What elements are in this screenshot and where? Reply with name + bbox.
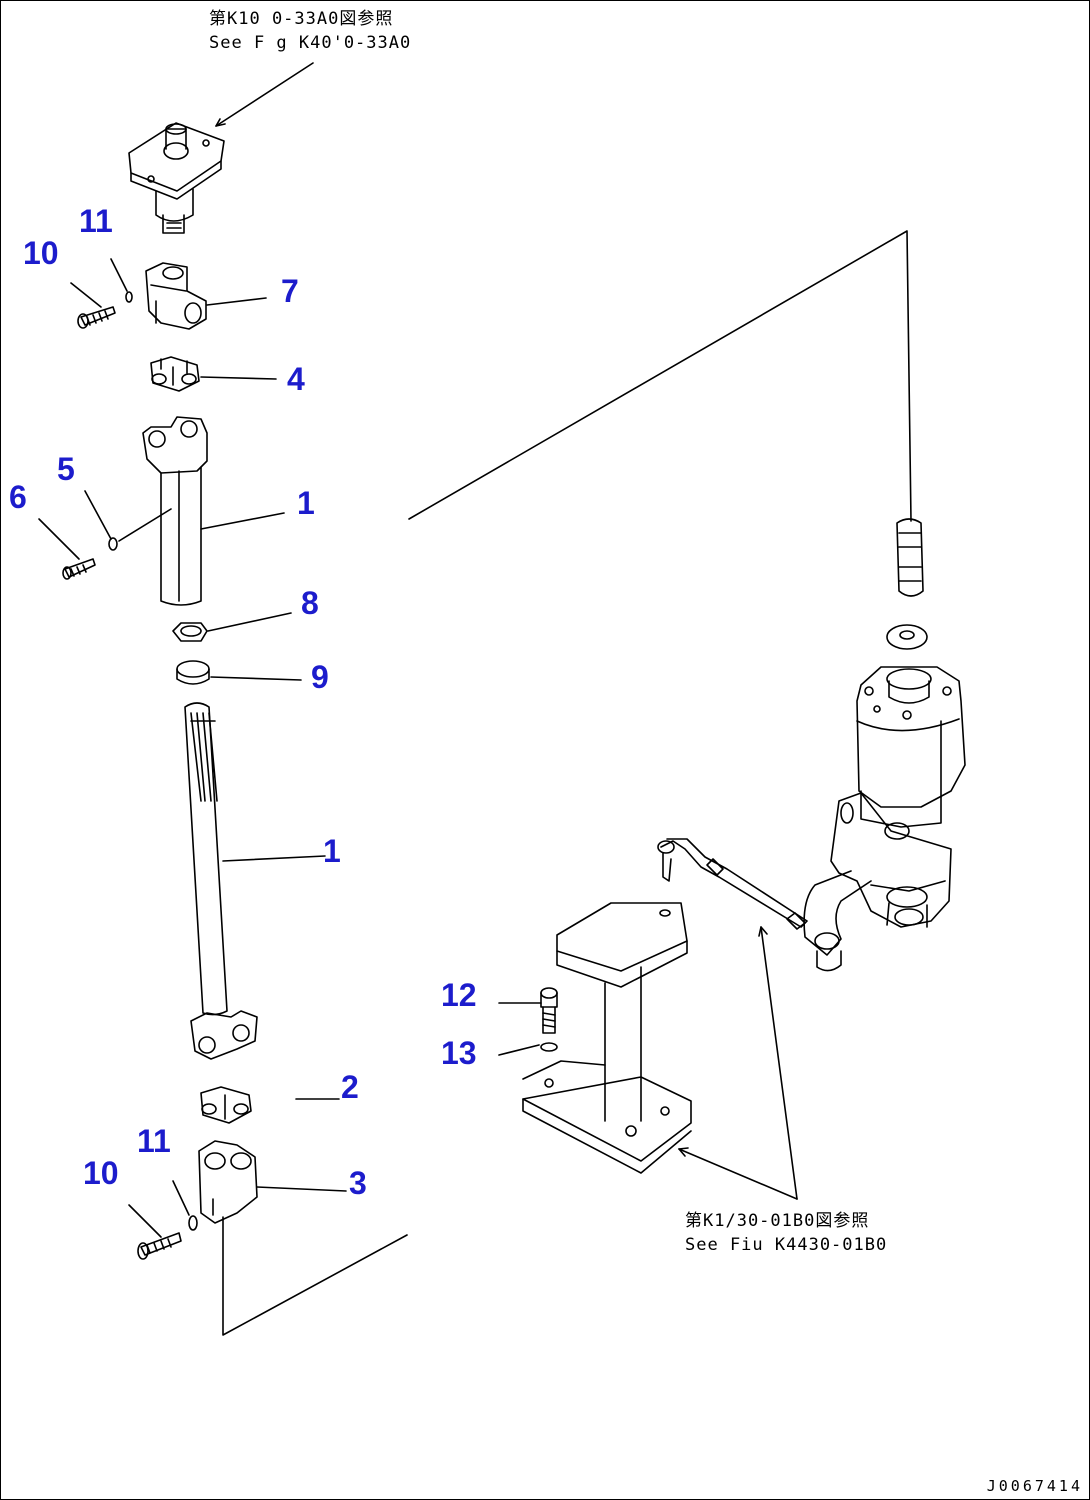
steering-input-shaft [896,518,924,597]
callout-12: 12 [441,977,477,1013]
mounting-pedestal [522,902,692,1174]
callout-2: 2 [341,1069,359,1105]
callout-8: 8 [301,585,319,621]
drag-link [657,838,808,930]
bottom-reference-leaders [678,926,798,1200]
pitman-arm [803,792,952,972]
callout-3: 3 [349,1165,367,1201]
part-3-yoke [198,1140,347,1224]
part-7-yoke [145,262,267,330]
callout-6: 6 [9,479,27,515]
bottom-reference-en: See Fiu K4430-01B0 [685,1235,888,1255]
part-13-washer [498,1042,558,1056]
part-5-washer [84,490,172,551]
part-12-bolt [498,987,558,1034]
steering-seal [886,624,928,650]
callout-13: 13 [441,1035,477,1071]
callout-10-lower: 10 [83,1155,119,1191]
top-reference-leader [215,62,314,127]
callout-9: 9 [311,659,329,695]
callout-5: 5 [57,451,75,487]
lower-bolt-10 [128,1204,182,1260]
callout-1-lower: 1 [323,833,341,869]
top-reference-jp: 第K10 0-33A0図参照 [209,9,394,29]
callout-10-upper: 10 [23,235,59,271]
upper-bolt-10 [70,282,116,329]
callout-11-upper: 11 [79,203,113,239]
top-reference-en: See F g K40'0-33A0 [209,33,412,53]
callout-11-lower: 11 [137,1123,171,1159]
part-1-upper-shaft [142,416,285,606]
bottom-reference-jp: 第K1/30-01B0図参照 [685,1211,870,1231]
part-9-bushing [176,660,302,685]
steering-box [856,666,966,828]
drawing-id: J0067414 [986,1477,1083,1495]
steering-column-flange [128,122,225,234]
callout-4: 4 [287,361,305,397]
callout-1-upper: 1 [297,485,315,521]
part-8-nut [172,612,292,642]
part-2-spider [200,1086,340,1124]
upper-washer-11 [110,258,133,303]
yoke-connector-line [222,1216,408,1336]
part-4-spider [150,356,277,392]
lower-washer-11 [172,1180,198,1231]
shaft-connector-line [408,230,912,522]
part-1-lower-shaft [184,702,326,1060]
part-6-screw [38,518,96,580]
callout-7: 7 [281,273,299,309]
